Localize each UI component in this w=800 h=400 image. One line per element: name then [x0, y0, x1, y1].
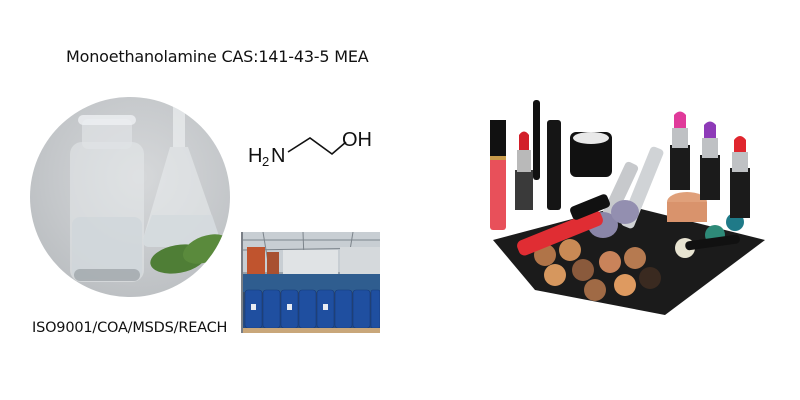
hydroxyl-group: OH: [342, 129, 372, 151]
warehouse-photo: [241, 232, 380, 333]
chemical-structure: H 2 N OH: [244, 118, 374, 173]
amine-group-n: N: [271, 145, 285, 167]
cosmetics-photo: [475, 90, 775, 320]
glass-bottles-illustration: [70, 107, 229, 282]
product-title: Monoethanolamine CAS:141-43-5 MEA: [66, 47, 369, 66]
amine-subscript: 2: [262, 154, 269, 169]
certifications-label: ISO9001/COA/MSDS/REACH: [32, 320, 228, 336]
amine-group-h: H: [248, 145, 262, 167]
product-photo: [30, 97, 230, 297]
carbon-chain-bonds: [287, 137, 347, 156]
